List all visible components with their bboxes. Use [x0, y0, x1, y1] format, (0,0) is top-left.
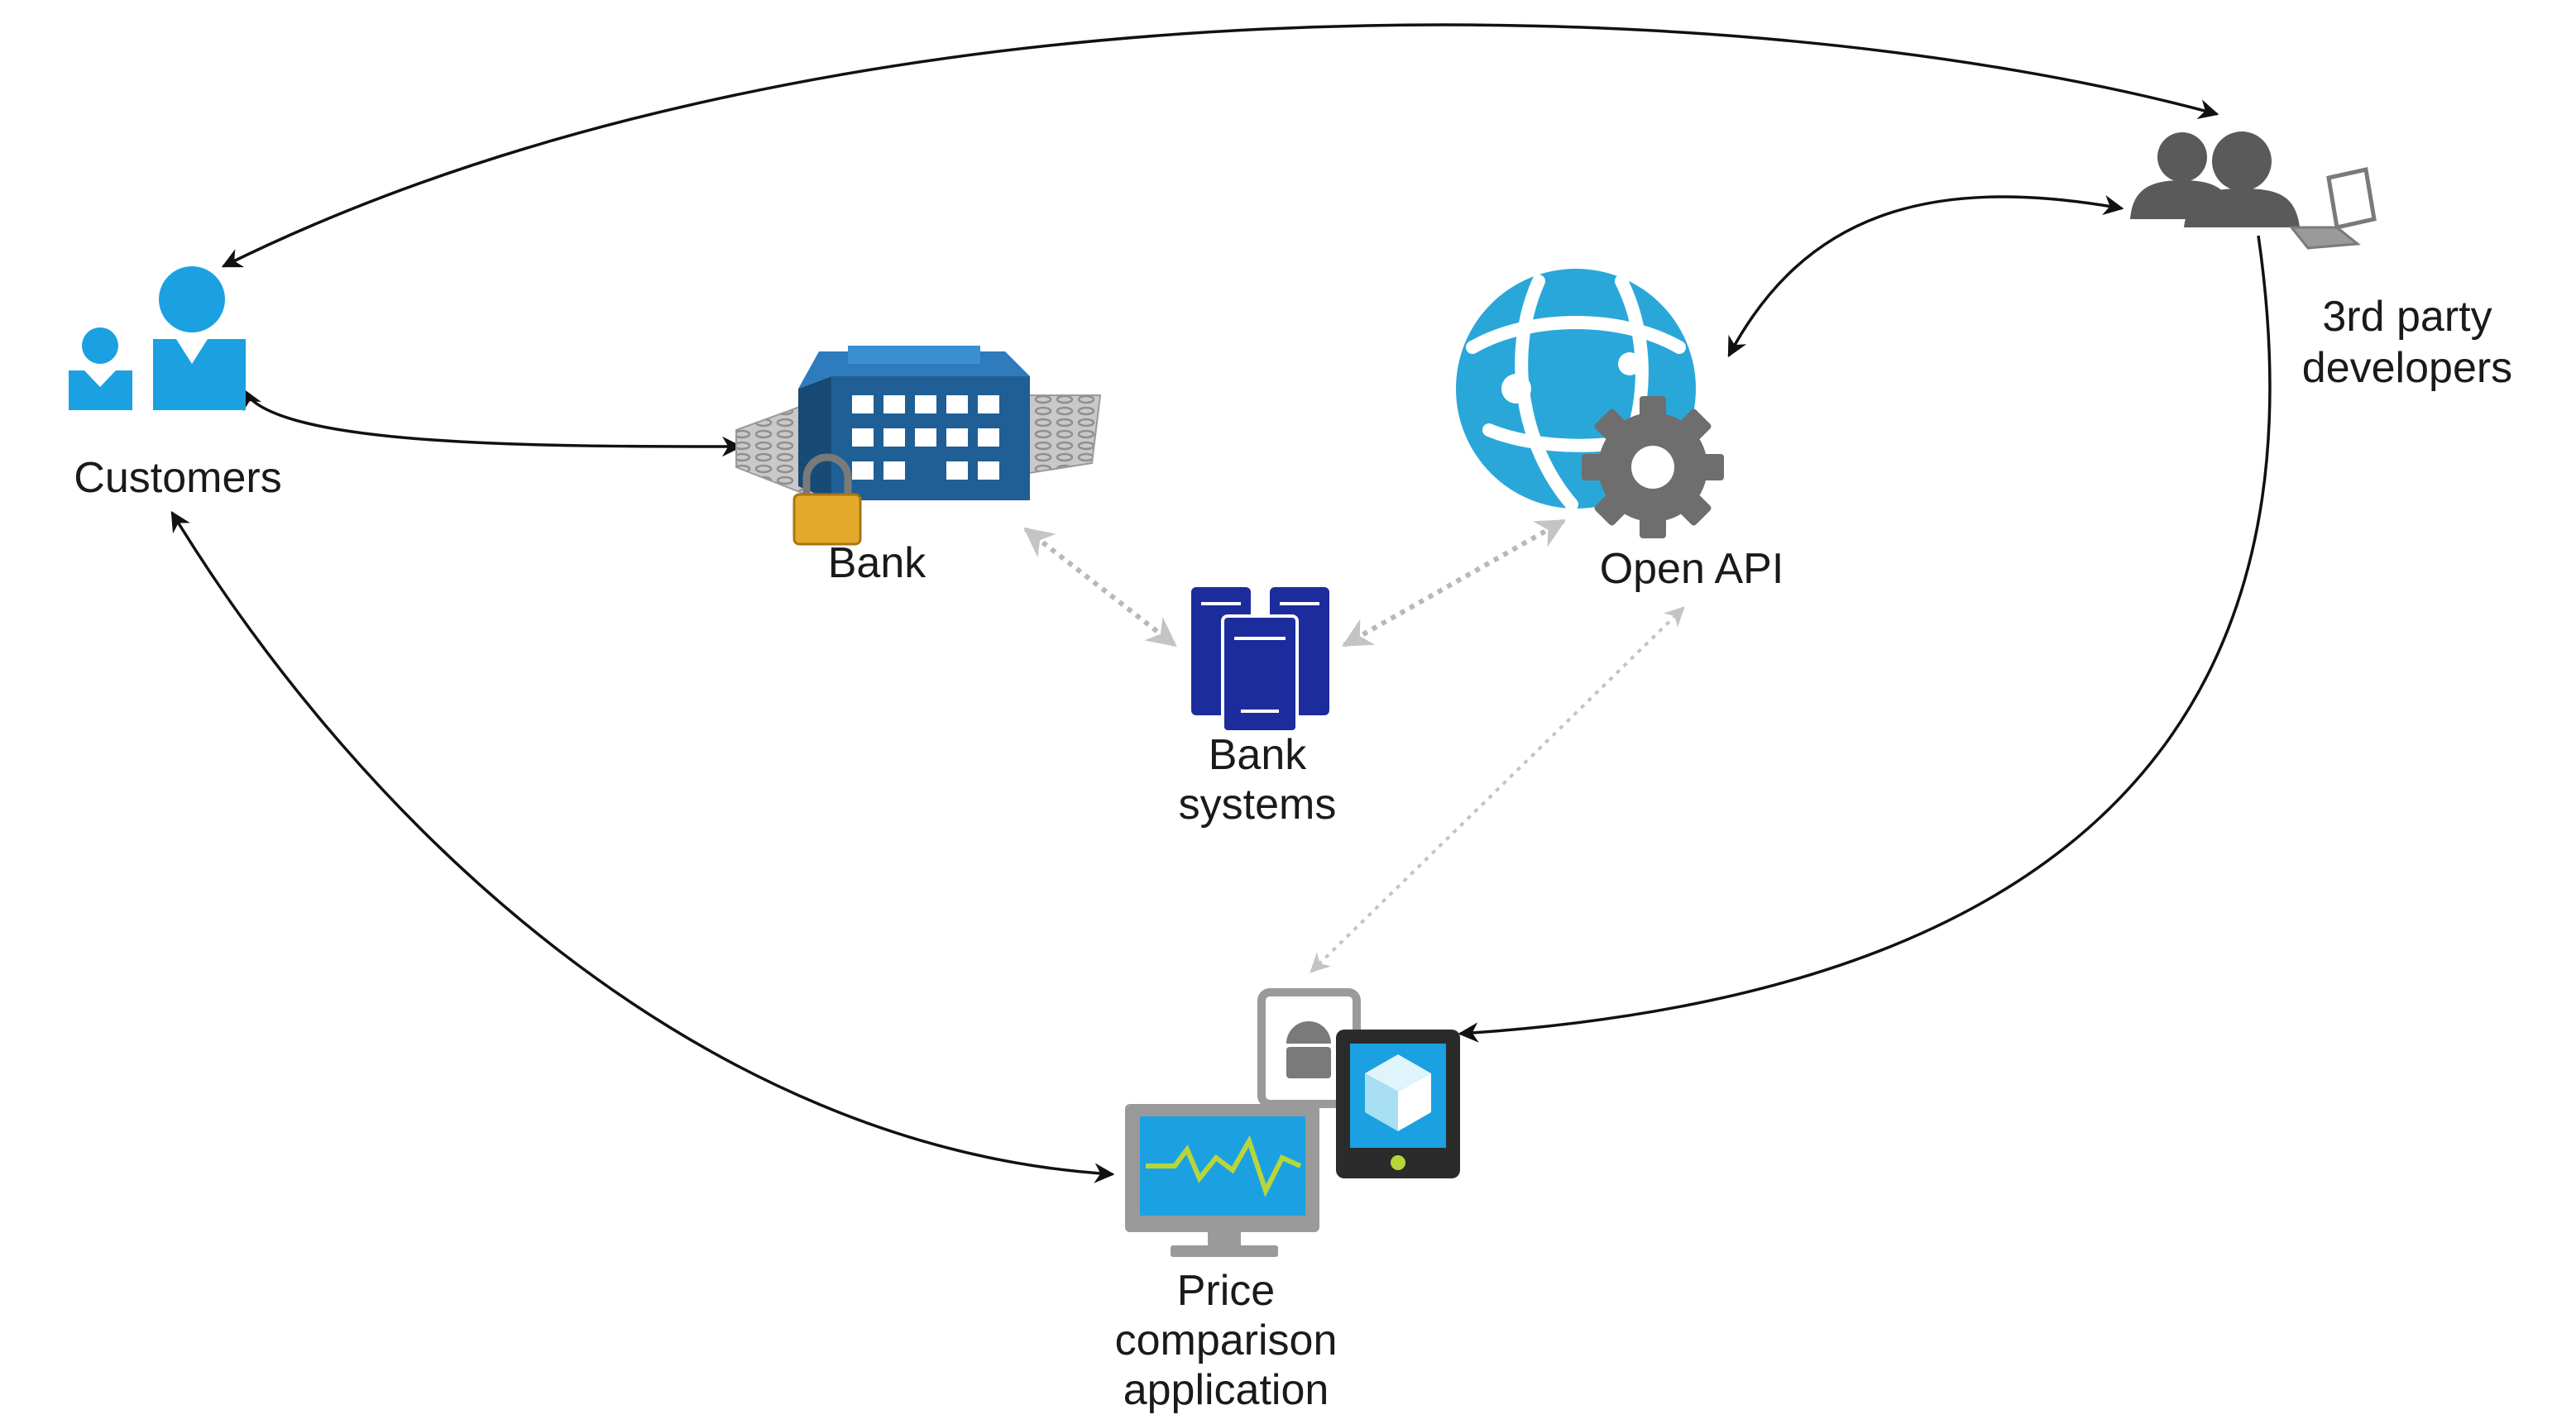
monitor-icon [1125, 1104, 1319, 1257]
bank-systems-label-line1: Bank [1209, 731, 1308, 779]
developers-label-line2: developers [2302, 344, 2512, 392]
cube-icon [1365, 1054, 1431, 1131]
server-stack-icon [1191, 587, 1329, 734]
price-app-label-line1: Price [1177, 1267, 1275, 1315]
price-app-label-line2: comparison [1115, 1316, 1338, 1364]
bank-label: Bank [828, 539, 927, 587]
connector-banksystems-openapi [1341, 518, 1567, 647]
lock-icon [792, 453, 862, 546]
open-api-label: Open API [1600, 545, 1784, 593]
customers-icon [69, 266, 246, 410]
laptop-icon [2288, 166, 2377, 250]
developers-label-line1: 3rd party [2322, 293, 2492, 341]
customers-node: Customers [69, 266, 282, 502]
connector-bank-banksystems [1023, 527, 1177, 647]
connector-customers-developers [221, 23, 2219, 268]
bank-systems-node: Bank systems [1179, 587, 1337, 829]
price-app-label-line3: application [1123, 1366, 1329, 1414]
tablet-icon [1336, 1030, 1460, 1178]
people-icon [2130, 131, 2300, 227]
customers-label: Customers [74, 454, 281, 502]
price-app-node: Price comparison application [1115, 988, 1460, 1414]
connector-developers-priceapp [1458, 235, 2272, 1043]
connector-customers-priceapp [170, 510, 1115, 1183]
connector-openapi-priceapp [1310, 606, 1685, 973]
open-api-node: Open API [1456, 269, 1784, 593]
connectors [170, 23, 2272, 1183]
connector-openapi-developers [1727, 195, 2124, 358]
developers-node: 3rd party developers [2130, 131, 2512, 392]
bank-node: Bank [735, 346, 1102, 587]
bank-systems-label-line2: systems [1179, 781, 1337, 829]
connector-customers-bank [242, 388, 743, 457]
gear-icon [1582, 396, 1724, 538]
bank-icon [735, 346, 1102, 546]
